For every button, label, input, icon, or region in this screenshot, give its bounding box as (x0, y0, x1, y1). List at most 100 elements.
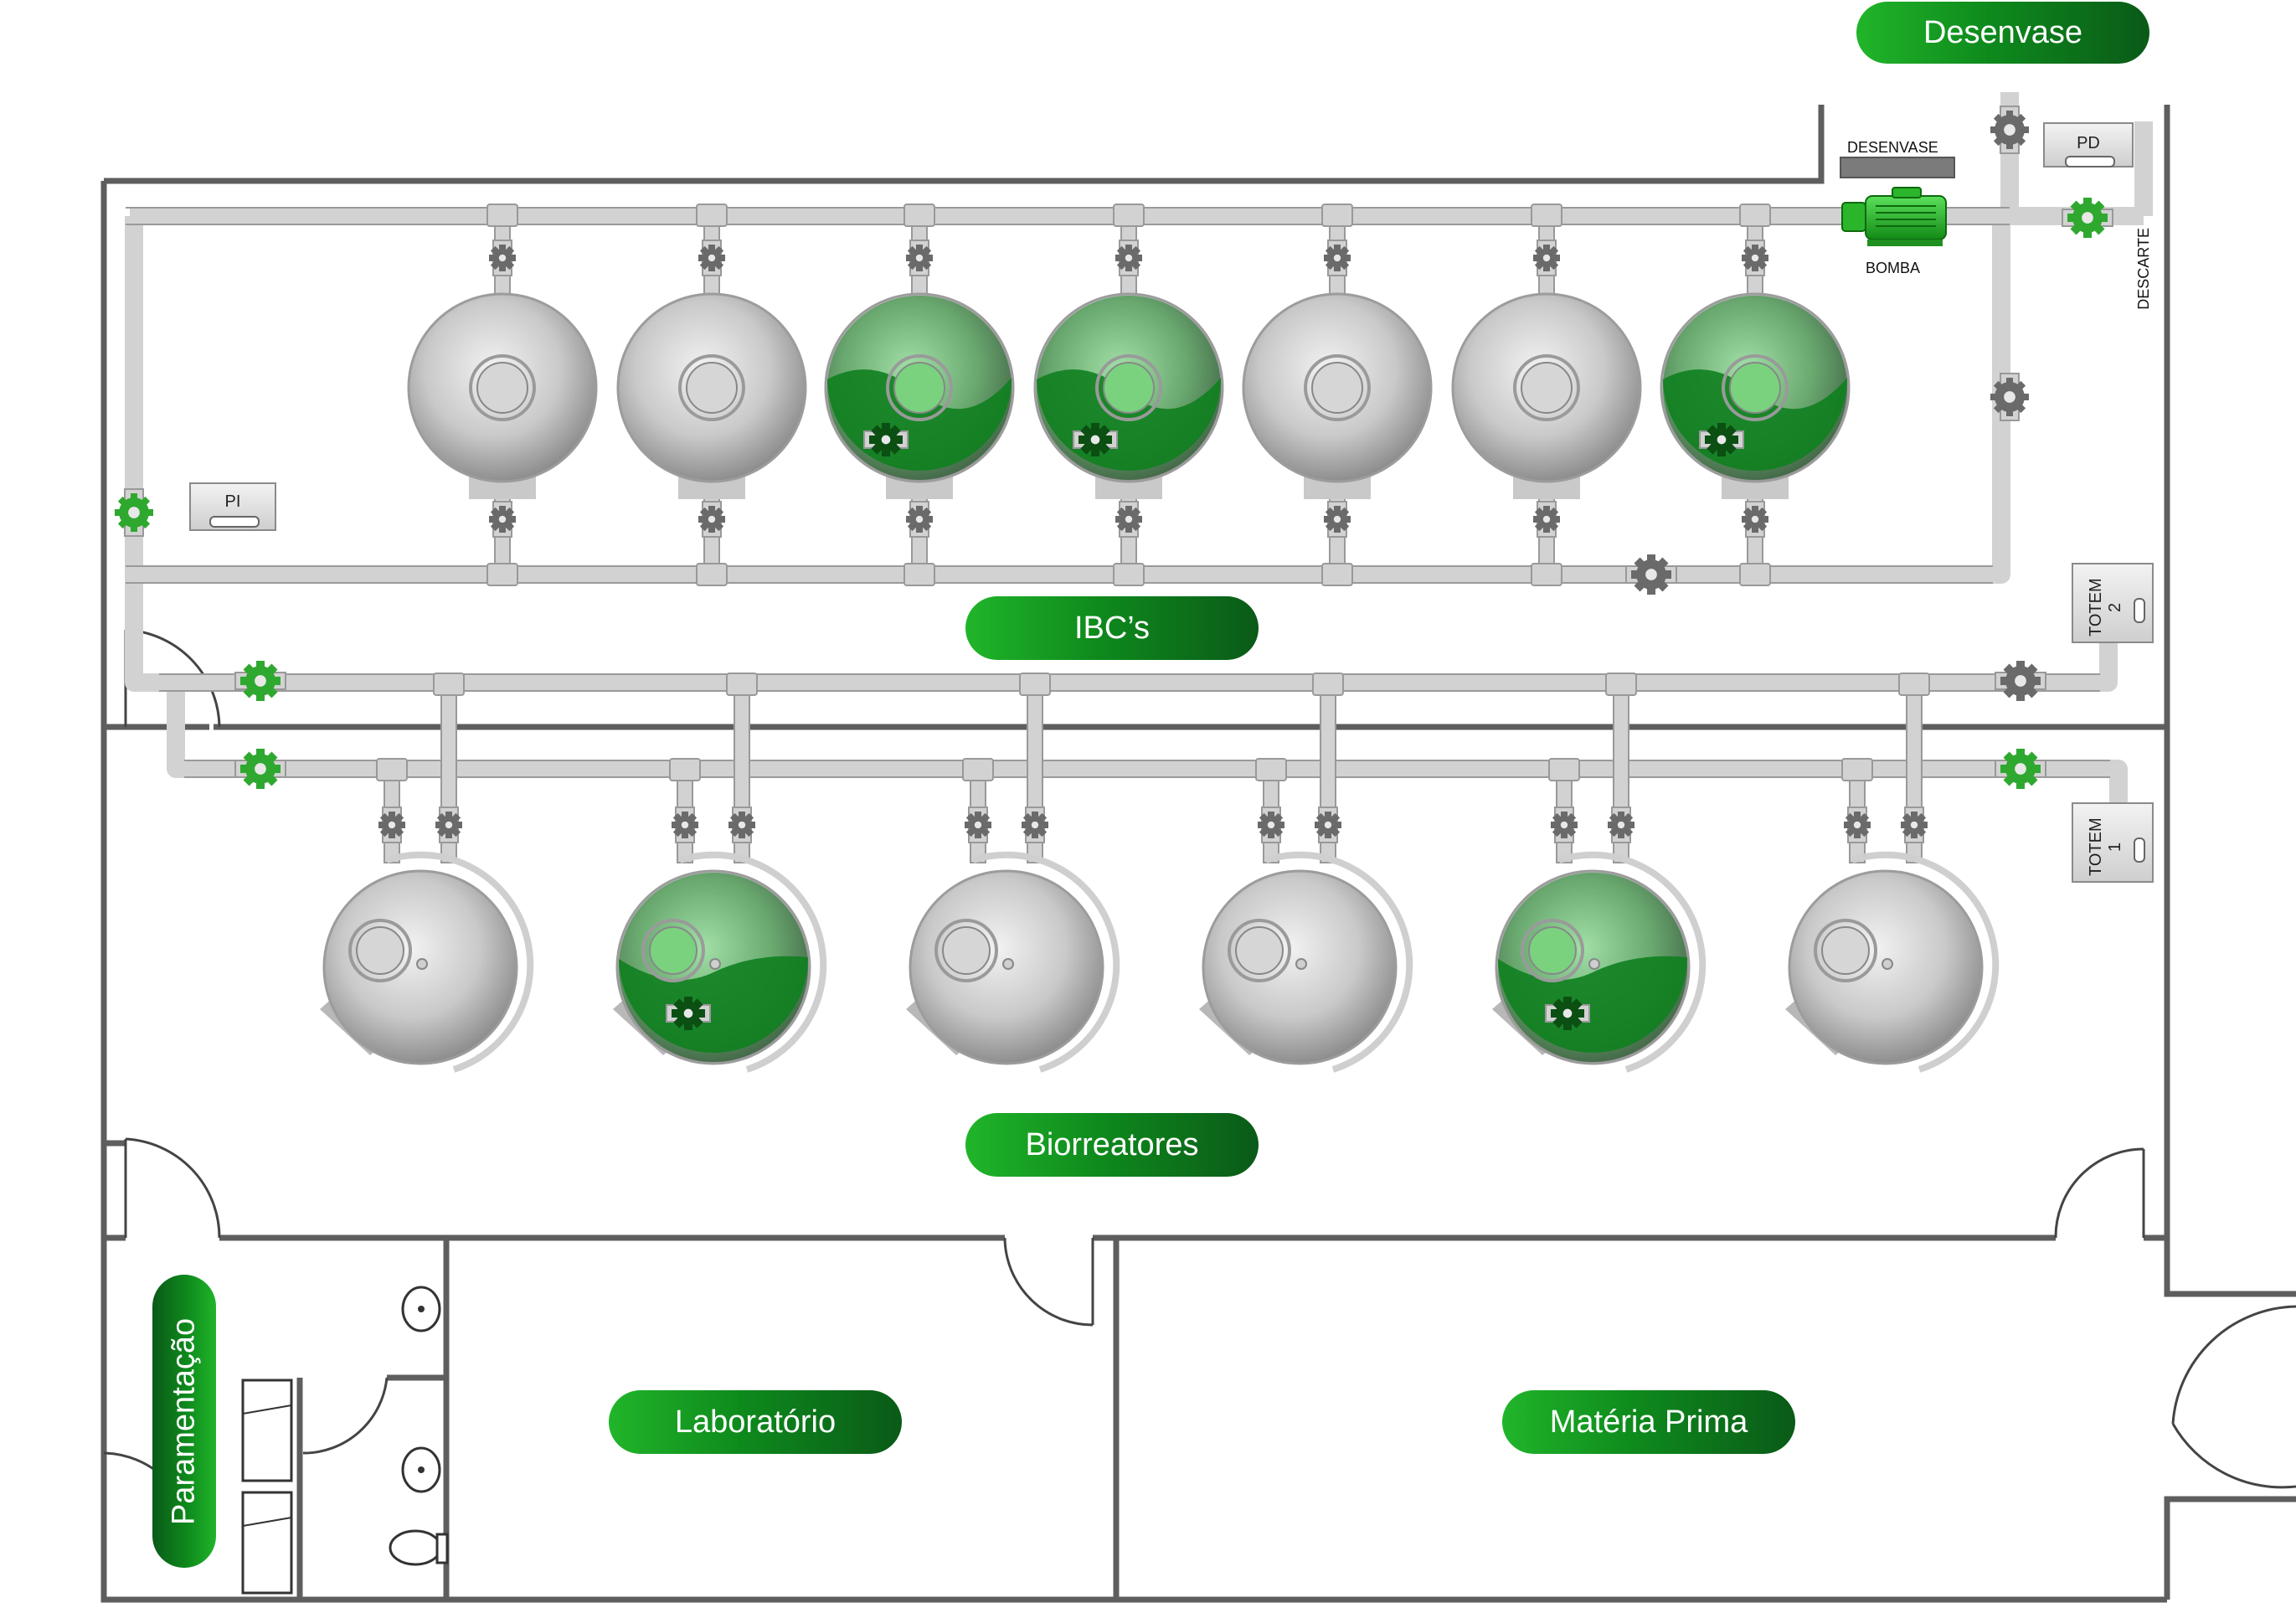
bio-tee (1841, 758, 1873, 781)
desenvase-area-label[interactable]: Desenvase (1856, 2, 2149, 64)
bio-tee (1605, 673, 1637, 696)
agitator-icon[interactable] (666, 997, 711, 1030)
line-1-right-valve-icon[interactable] (1995, 749, 2046, 789)
bioreactor-tank[interactable] (320, 851, 534, 1073)
bio-valve-icon[interactable] (1901, 807, 1928, 843)
ibc-valve-top-icon[interactable] (906, 240, 933, 276)
pump-icon[interactable] (1841, 187, 1947, 246)
bio-tee (433, 673, 465, 696)
bio-valve-icon[interactable] (1844, 807, 1871, 843)
ibc-valve-bottom-icon[interactable] (1533, 501, 1560, 538)
totem-2-label: TOTEM 2 (2087, 578, 2124, 636)
ibc-valve-top-icon[interactable] (698, 240, 725, 276)
bio-tee (1898, 673, 1930, 696)
bio-tee (962, 758, 994, 781)
totem-2[interactable]: TOTEM 2 (2072, 563, 2154, 643)
pi-line-valve-icon[interactable] (115, 488, 153, 537)
ibc-tee (1739, 204, 1771, 227)
pi-panel-label: PI (224, 492, 241, 511)
bio-tee (726, 673, 758, 696)
totem-1-slot (2134, 838, 2145, 863)
pipe-outline (126, 207, 2110, 778)
ibc-valve-top-icon[interactable] (489, 240, 516, 276)
bio-valve-icon[interactable] (672, 807, 698, 843)
bio-valve-icon[interactable] (728, 807, 755, 843)
agitator-icon[interactable] (863, 423, 909, 456)
bench-icon (241, 1491, 293, 1595)
ibc-tee (486, 204, 518, 227)
bio-tee (1255, 758, 1287, 781)
ibc-valve-bottom-icon[interactable] (906, 501, 933, 538)
agitator-icon[interactable] (1545, 997, 1590, 1030)
totem-2-slot (2134, 598, 2145, 623)
line-2-right-valve-icon[interactable] (1995, 661, 2046, 701)
ibc-tee (1321, 204, 1353, 227)
ibc-valve-top-icon[interactable] (1115, 240, 1142, 276)
ibc-tank[interactable] (616, 292, 807, 499)
line-1-left-valve-icon[interactable] (234, 749, 286, 789)
toilet-icon (389, 1529, 442, 1566)
ibc-tank[interactable] (1033, 292, 1224, 499)
discharge-label: DESCARTE (2135, 228, 2152, 310)
pd-panel[interactable]: PD (2043, 122, 2134, 168)
bio-valve-icon[interactable] (435, 807, 462, 843)
bioreactor-row (320, 851, 2000, 1073)
ibc-valve-top-icon[interactable] (1533, 240, 1560, 276)
ibc-tee (696, 204, 728, 227)
ibc-tee (903, 204, 935, 227)
desenvase-station[interactable] (1840, 157, 1955, 178)
ibc-valve-bottom-icon[interactable] (1115, 501, 1142, 538)
ibcs-area-label[interactable]: IBC’s (965, 596, 1259, 660)
building-walls (100, 105, 2296, 1603)
ibc-tee (1113, 563, 1145, 586)
bio-valve-icon[interactable] (378, 807, 405, 843)
materia-prima-area-text: Matéria Prima (1549, 1404, 1748, 1440)
pi-panel-slot (209, 516, 260, 528)
agitator-icon[interactable] (1699, 423, 1744, 456)
ibc-tank[interactable] (407, 292, 598, 499)
bio-valve-icon[interactable] (1315, 807, 1341, 843)
bio-valve-icon[interactable] (1608, 807, 1634, 843)
ibc-tank[interactable] (824, 292, 1015, 499)
desenvase-top-valve-icon[interactable] (1990, 106, 2029, 154)
line-2-left-valve-icon[interactable] (234, 661, 286, 701)
descarte-valve-icon[interactable] (2062, 198, 2113, 238)
ibc-valve-top-icon[interactable] (1742, 240, 1768, 276)
ibc-valve-bottom-icon[interactable] (489, 501, 516, 538)
bio-tee (1019, 673, 1051, 696)
biorreatores-area-label[interactable]: Biorreatores (965, 1113, 1259, 1177)
pi-panel[interactable]: PI (189, 482, 276, 531)
ibc-tank[interactable] (1242, 292, 1433, 499)
ibc-return-valve-icon[interactable] (1625, 554, 1677, 595)
bio-tee (669, 758, 701, 781)
bioreactor-tank[interactable] (1492, 851, 1707, 1073)
bioreactor-tank[interactable] (906, 851, 1120, 1073)
bio-valve-icon[interactable] (1022, 807, 1048, 843)
bioreactor-tank[interactable] (1785, 851, 2000, 1073)
ibc-tee (1113, 204, 1145, 227)
bioreactor-tank[interactable] (1199, 851, 1413, 1073)
ibc-tee (696, 563, 728, 586)
ibc-tank[interactable] (1451, 292, 1642, 499)
pipe-network (125, 92, 2153, 817)
bio-valve-icon[interactable] (1258, 807, 1284, 843)
bio-valve-icon[interactable] (1551, 807, 1578, 843)
paramentacao-area-label[interactable]: Paramentação (152, 1275, 216, 1568)
bioreactor-tank[interactable] (613, 851, 827, 1073)
ibc-valve-top-icon[interactable] (1324, 240, 1351, 276)
ibc-tank[interactable] (1660, 292, 1851, 499)
bio-valve-icon[interactable] (965, 807, 991, 843)
desenvase-mid-valve-icon[interactable] (1990, 373, 2029, 421)
ibc-tee (486, 563, 518, 586)
laboratorio-area-text: Laboratório (674, 1404, 837, 1440)
ibc-valve-bottom-icon[interactable] (1742, 501, 1768, 538)
laboratorio-area-label[interactable]: Laboratório (609, 1390, 902, 1454)
materia-prima-area-label[interactable]: Matéria Prima (1502, 1390, 1795, 1454)
bio-tee (376, 758, 408, 781)
totem-1[interactable]: TOTEM 1 (2072, 802, 2154, 883)
restroom-fixtures (241, 1286, 449, 1595)
pump-label: BOMBA (1866, 260, 1921, 276)
bio-tee (1548, 758, 1580, 781)
ibc-valve-bottom-icon[interactable] (698, 501, 725, 538)
ibc-valve-bottom-icon[interactable] (1324, 501, 1351, 538)
